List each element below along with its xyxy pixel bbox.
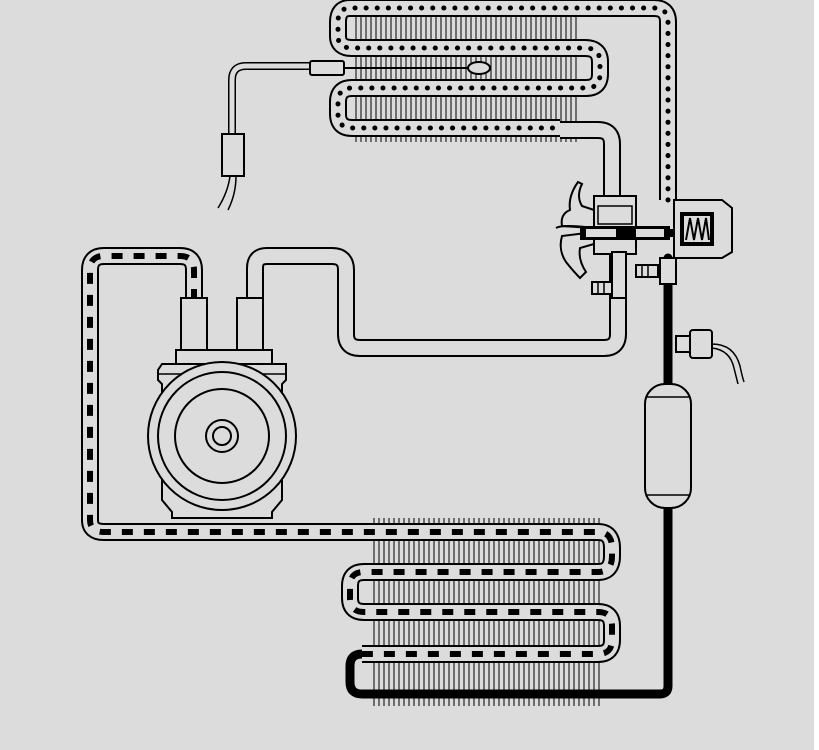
right-margin <box>814 0 819 750</box>
switch-icon <box>675 329 745 385</box>
condenser-coil <box>81 247 621 663</box>
capillary-sleeve <box>221 133 245 177</box>
valve-icon <box>555 180 733 299</box>
capillary-fitting <box>309 60 345 76</box>
evaporator-coil <box>329 0 677 203</box>
compressor-icon <box>147 297 297 519</box>
suction-line <box>246 121 627 357</box>
sensing-bulb-capillary <box>217 60 491 211</box>
receiver-icon <box>644 383 692 509</box>
spring-icon <box>685 217 710 241</box>
bulb-icon <box>467 61 491 75</box>
